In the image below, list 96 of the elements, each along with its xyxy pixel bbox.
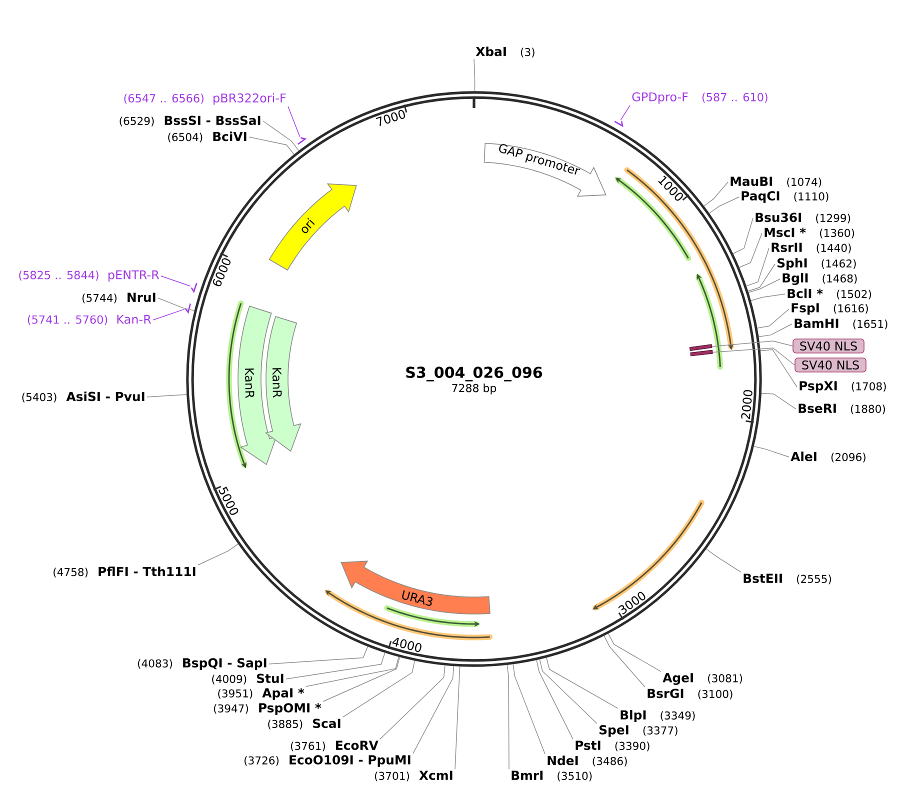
leader-line	[748, 278, 780, 293]
enzyme-site-label: (3726) EcoO109I - PpuMI	[244, 755, 410, 767]
leader-line	[620, 104, 630, 121]
enzyme-site-label: NdeI (3486)	[548, 756, 627, 766]
leader-line	[546, 657, 618, 709]
leader-line	[732, 218, 754, 254]
leader-line	[608, 633, 662, 672]
plasmid-name: S3_004_026_096	[406, 366, 542, 382]
enzyme-site-label: BseRI (1880)	[798, 404, 885, 414]
enzyme-site-label: (3885) ScaI	[268, 718, 340, 730]
leader-line	[738, 232, 762, 268]
leader-line	[158, 298, 195, 312]
leader-line	[761, 393, 796, 410]
leader-line	[539, 658, 598, 724]
enzyme-site-label: (4009) StuI	[212, 674, 284, 684]
leader-line	[536, 660, 574, 740]
enzyme-site-label: (5744) NruI	[82, 292, 156, 304]
leader-line	[268, 646, 368, 664]
enzyme-site-label: BmrI (3510)	[512, 770, 592, 782]
enzyme-site-label: PaqCI (1110)	[742, 191, 828, 203]
leader-line	[262, 120, 300, 152]
leader-line	[146, 394, 187, 398]
leader-line	[412, 666, 454, 754]
enzyme-site-label: (3947) PspOMI *	[214, 703, 322, 715]
enzyme-site-label: AleI (2096)	[790, 452, 866, 462]
leader-line	[454, 666, 460, 770]
feature-label-box: SV40 NLS	[792, 338, 864, 354]
scale-label: 2000	[741, 390, 752, 420]
leader-line	[322, 656, 400, 702]
leader-line	[474, 58, 476, 92]
scale-label: 6000	[212, 258, 231, 286]
leader-line	[286, 652, 386, 680]
enzyme-site-label: BstEII (2555)	[744, 574, 832, 584]
leader-line	[198, 544, 239, 566]
leader-line	[748, 264, 776, 292]
leader-line	[342, 660, 416, 718]
primer-label: (6547 .. 6566) pBR322ori-F	[124, 93, 286, 105]
primer-mark	[184, 303, 191, 314]
leader-line	[512, 664, 546, 754]
enzyme-site-label: SpeI (3377)	[600, 725, 678, 737]
scale-label: 4000	[392, 638, 422, 652]
enzyme-site-label: Bsu36I (1299)	[756, 212, 850, 224]
leader-line	[706, 548, 742, 573]
feature-bar	[690, 350, 713, 356]
leader-line	[160, 276, 191, 286]
plasmid-size: 7288 bp	[452, 384, 496, 394]
leader-line	[604, 635, 646, 688]
enzyme-site-label: BclI * (1502)	[788, 288, 872, 300]
enzyme-site-label: (3951) ApaI *	[218, 688, 304, 700]
primer-label: (5741 .. 5760) Kan-R	[28, 314, 152, 326]
primer-label: (5825 .. 5844) pENTR-R	[19, 270, 160, 282]
leader-line	[750, 294, 786, 301]
enzyme-site-label: BglI (1468)	[782, 272, 857, 286]
enzyme-site-label: (5403) AsiSI - PvuI	[22, 392, 144, 402]
enzyme-site-label: AgeI (3081)	[662, 673, 742, 685]
enzyme-site-label: XbaI (3)	[476, 46, 534, 58]
feature-arc: URA3	[340, 560, 490, 614]
leader-line	[306, 656, 400, 687]
leader-line	[712, 340, 793, 347]
enzyme-site-label: MauBI (1074)	[730, 176, 822, 188]
scale-label: 7000	[376, 110, 405, 126]
enzyme-site-label: PstI (3390)	[576, 740, 650, 752]
leader-line	[248, 136, 294, 155]
enzyme-site-label: MscI * (1360)	[764, 228, 854, 238]
enzyme-site-label: BamHI (1651)	[794, 318, 888, 330]
primer-label: GPDpro-F (587 .. 610)	[632, 92, 768, 104]
enzyme-site-label: (3701) XcmI	[374, 770, 452, 782]
feature-bar	[689, 344, 712, 351]
primer-mark	[190, 282, 198, 294]
leader-line	[704, 182, 728, 206]
leader-line	[712, 348, 795, 366]
enzyme-site-label: PspXI (1708)	[800, 381, 886, 393]
leader-line	[288, 106, 300, 138]
leader-line	[753, 446, 790, 458]
scale-label: 5000	[218, 486, 238, 515]
feature-label-box: SV40 NLS	[794, 358, 866, 372]
leader-line	[506, 664, 510, 770]
enzyme-site-label: BlpI (3349)	[620, 710, 695, 722]
primer-mark	[614, 120, 624, 128]
leader-line	[152, 308, 185, 320]
leader-line	[758, 324, 792, 338]
enzyme-site-label: (6504) BciVI	[168, 132, 246, 142]
enzyme-site-label: FspI (1616)	[792, 303, 868, 315]
primer-mark	[297, 137, 307, 145]
leader-line	[760, 349, 798, 388]
enzyme-site-label: (3761) EcoRV	[290, 740, 378, 752]
enzyme-site-label: BsrGI (3100)	[648, 688, 732, 700]
leader-line	[708, 196, 740, 214]
leader-line	[380, 664, 446, 740]
leader-line	[756, 308, 790, 329]
enzyme-site-label: RsrII (1440)	[772, 242, 851, 254]
leader-line	[746, 248, 770, 286]
enzyme-site-label: (6529) BssSI - BssSaI	[120, 116, 260, 126]
enzyme-site-label: (4083) BspQI - SapI	[138, 658, 266, 670]
enzyme-site-label: SphI (1462)	[778, 258, 856, 270]
enzyme-site-label: (4758) PflFI - Tth111I	[54, 566, 196, 578]
